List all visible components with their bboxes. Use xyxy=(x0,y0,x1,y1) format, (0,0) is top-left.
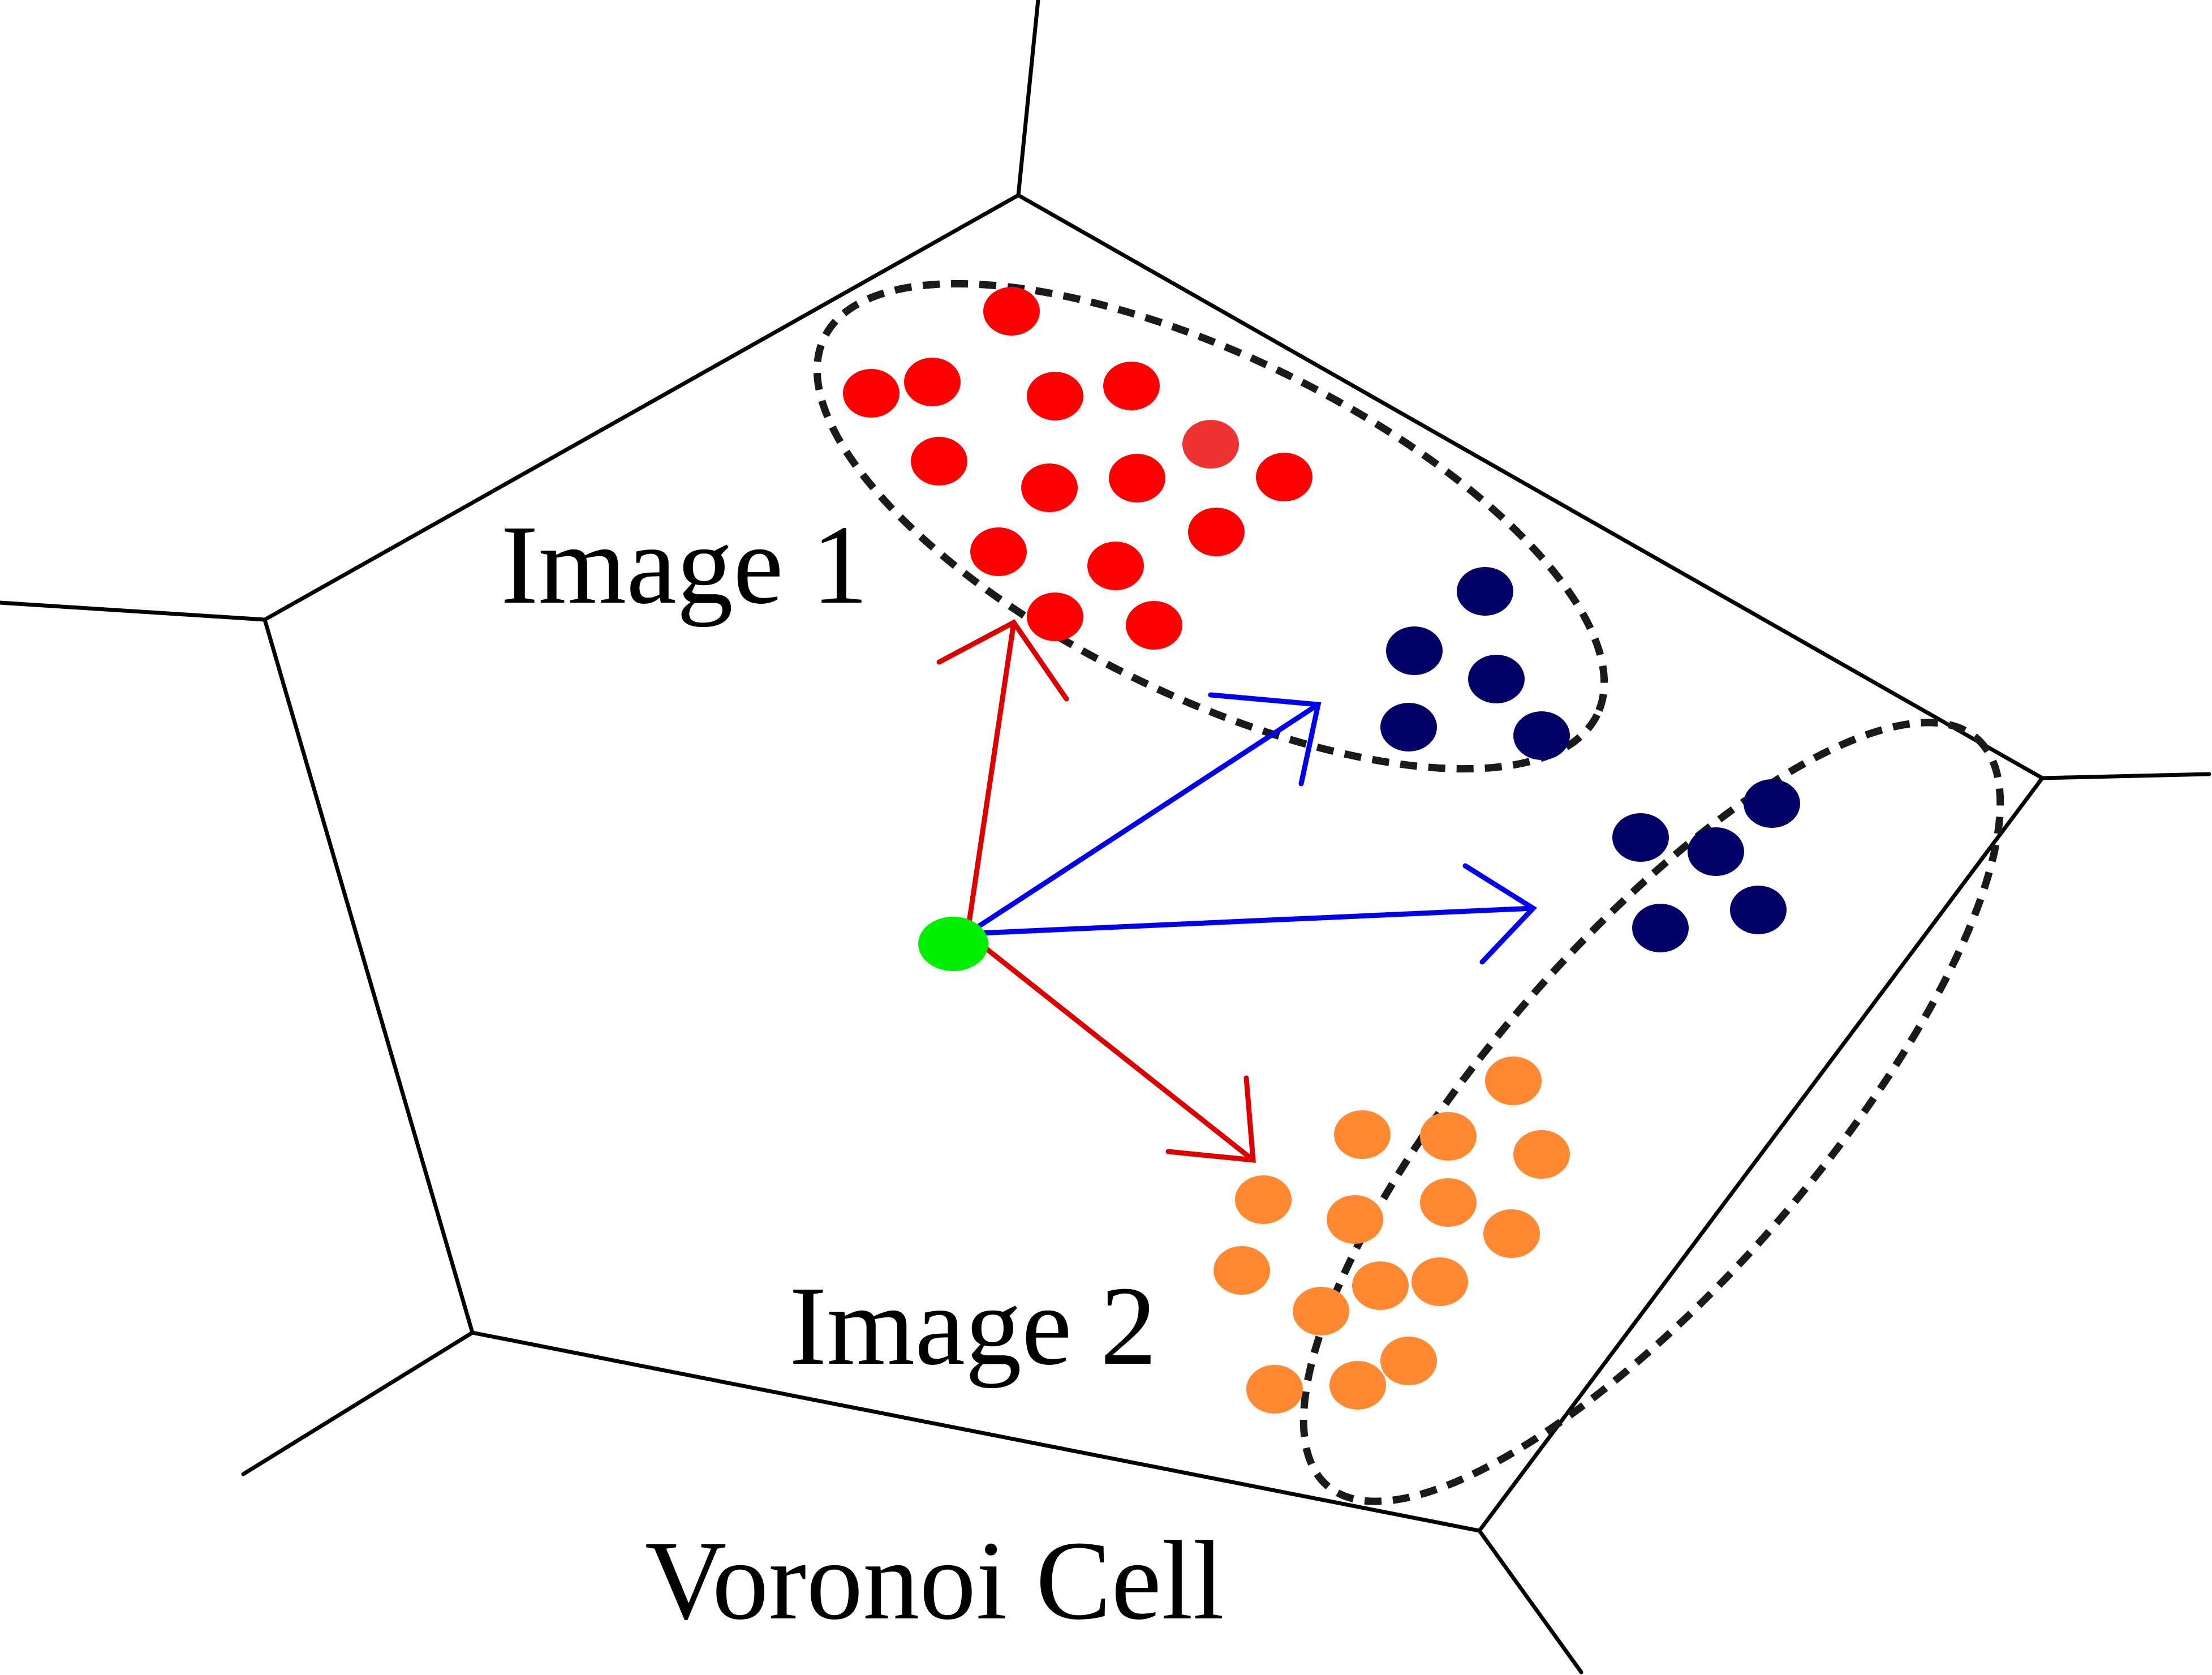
image2-descriptor xyxy=(1213,1246,1270,1295)
shared-descriptor xyxy=(1386,626,1443,675)
residual-vectors xyxy=(936,619,1538,1163)
image2-descriptor xyxy=(1411,1257,1468,1306)
cell-centroid xyxy=(918,917,988,971)
image1-descriptor xyxy=(1103,362,1160,410)
neighbor-edge xyxy=(1477,1528,1583,1674)
shared-descriptor xyxy=(1632,904,1689,952)
residual-vector-image2 xyxy=(965,931,1256,1163)
image1-cluster-outline xyxy=(813,280,1608,773)
image1-descriptor xyxy=(843,369,900,418)
shared-descriptor xyxy=(1688,827,1744,876)
image1-descriptor xyxy=(911,437,967,486)
arrowhead-image1 xyxy=(936,619,1069,702)
image1-descriptor xyxy=(1027,372,1083,420)
shared-descriptors xyxy=(1380,567,1800,952)
shared-descriptor xyxy=(1513,711,1570,760)
neighbor-edge xyxy=(2040,772,2211,780)
image1-descriptor xyxy=(1109,454,1165,502)
image2-descriptor xyxy=(1352,1261,1409,1310)
residual-vector-shared-1 xyxy=(965,702,1321,937)
image2-descriptor xyxy=(1327,1195,1383,1244)
image2-descriptors xyxy=(1213,1056,1570,1414)
image1-descriptor xyxy=(1126,601,1182,650)
neighbor-edge xyxy=(1016,0,1040,197)
neighbor-edge xyxy=(0,600,267,622)
image2-descriptor xyxy=(1246,1365,1303,1414)
neighbor-edge xyxy=(241,1330,475,1476)
image2-descriptor xyxy=(1420,1112,1477,1161)
shared-descriptor xyxy=(1457,567,1513,616)
shared-descriptor xyxy=(1730,886,1787,934)
shared-descriptor xyxy=(1468,655,1525,703)
residual-vector-shared-2 xyxy=(965,905,1536,937)
image1-descriptor xyxy=(1188,508,1245,556)
image2-descriptor xyxy=(1334,1110,1391,1159)
image1-label: Image 1 xyxy=(501,502,868,628)
residual-vector-image1 xyxy=(965,620,1017,937)
image2-descriptor xyxy=(1380,1337,1437,1385)
image1-descriptor xyxy=(904,358,961,406)
voronoi-cell-boundary xyxy=(262,192,2046,1533)
arrowhead-shared-2 xyxy=(1462,863,1538,965)
image2-cluster-outline xyxy=(1299,719,2004,1505)
image2-label: Image 2 xyxy=(789,1264,1157,1389)
image1-descriptor xyxy=(970,527,1027,576)
image2-descriptor xyxy=(1420,1178,1477,1227)
arrowhead-shared-1 xyxy=(1208,692,1322,787)
image2-descriptor xyxy=(1235,1175,1292,1224)
image2-descriptor xyxy=(1513,1130,1570,1179)
image1-descriptor xyxy=(1087,542,1144,590)
image2-descriptor xyxy=(1483,1209,1540,1258)
image1-descriptor xyxy=(983,287,1040,336)
shared-descriptor xyxy=(1744,779,1800,828)
image1-descriptor xyxy=(1256,453,1312,501)
image2-descriptor xyxy=(1329,1361,1386,1410)
image2-descriptor xyxy=(1293,1287,1349,1335)
arrowhead-image2 xyxy=(1165,1075,1256,1163)
image2-descriptor xyxy=(1485,1056,1542,1105)
voronoi-cell-caption: Voronoi Cell xyxy=(645,1518,1224,1643)
image1-descriptor xyxy=(1182,420,1239,469)
image1-descriptor xyxy=(1027,592,1083,641)
image1-descriptor xyxy=(1021,463,1078,512)
image1-descriptors xyxy=(843,287,1312,650)
shared-descriptor xyxy=(1380,703,1437,751)
shared-descriptor xyxy=(1612,813,1669,862)
